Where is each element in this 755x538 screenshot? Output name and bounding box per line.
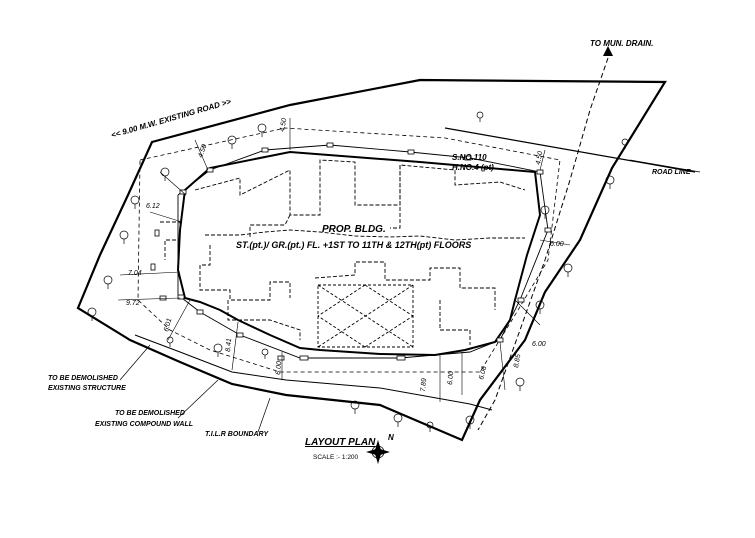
dim-600-rightlow: 6.00 [532, 341, 546, 348]
courtyard-box [317, 284, 414, 348]
dim-606: 6.06 [478, 365, 488, 380]
north-compass-icon [366, 440, 390, 464]
house-no-label: H.NO.4 (pt) [452, 163, 494, 172]
layout-plan-title: LAYOUT PLAN [305, 437, 376, 448]
dim-841: 8.41 [225, 338, 233, 352]
dim-600-mid: 6.00 [447, 371, 455, 385]
label-leaders [119, 344, 271, 433]
dimension-lines [117, 118, 571, 402]
tilr-boundary-line [134, 334, 493, 411]
dim-789: 7.89 [420, 378, 428, 392]
road-line-leader [629, 159, 701, 173]
prop-bldg-label: PROP. BLDG. [322, 224, 386, 235]
building-footprint [176, 150, 542, 357]
demolish-wall-label-1: TO BE DEMOLISHED [115, 410, 185, 417]
dim-450-topright: 4.50 [535, 151, 544, 166]
road-line-label: ROAD LINE [652, 169, 691, 176]
demolish-wall-label-2: EXISTING COMPOUND WALL [95, 421, 193, 428]
dim-600-bottom: 6.00 [275, 361, 283, 375]
dim-885: 8.85 [513, 354, 522, 369]
drain-line [477, 57, 609, 431]
dim-704: 7.04 [128, 270, 142, 277]
dim-450-left: 4.50 [197, 143, 208, 158]
dim-972: 9.72 [126, 300, 140, 307]
setback-line [137, 127, 561, 373]
trees [87, 111, 629, 432]
drainage-chambers [150, 142, 552, 361]
demolish-structure-label-2: EXISTING STRUCTURE [48, 385, 126, 392]
scale-label: SCALE :- 1:200 [313, 454, 359, 461]
dim-612: 6.12 [146, 203, 160, 210]
north-label: N [388, 433, 394, 442]
to-mun-drain-label: TO MUN. DRAIN. [590, 39, 653, 48]
plot-boundary [76, 78, 667, 442]
floors-label: ST.(pt.)/ GR.(pt.) FL. +1ST TO 11TH & 12… [236, 240, 471, 250]
dim-450-top: 4.50 [279, 118, 288, 133]
road-line [444, 127, 696, 173]
survey-no-label: S.NO.110 [452, 153, 487, 162]
floor-layout-dashed [160, 159, 526, 345]
existing-road-label: << 9.00 M.W. EXISTING ROAD >> [110, 97, 232, 140]
tilr-boundary-label: T.I.L.R BOUNDARY [205, 431, 269, 438]
demolish-structure-label-1: TO BE DEMOLISHED [48, 375, 118, 382]
dim-600-right: 6.00 [550, 241, 564, 248]
dim-601: 6.01 [163, 317, 173, 332]
drainage-route [177, 144, 549, 359]
drain-arrow [603, 46, 613, 56]
